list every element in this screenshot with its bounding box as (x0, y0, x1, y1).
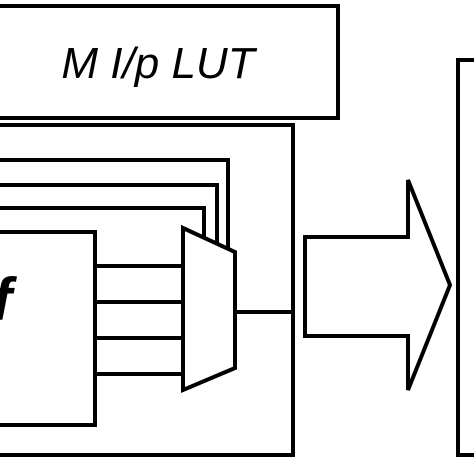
multiplexer (181, 224, 237, 394)
function-block (0, 230, 97, 427)
outer-block-border (0, 123, 295, 457)
select-line-inner (0, 206, 206, 238)
lut-block (0, 4, 340, 120)
output-block-arrow (303, 179, 453, 391)
right-block (456, 58, 474, 457)
select-line-outer (0, 158, 230, 250)
function-block-label: f (0, 266, 17, 333)
select-line-middle (0, 183, 219, 244)
lut-block-label: M I/p LUT (61, 39, 257, 88)
